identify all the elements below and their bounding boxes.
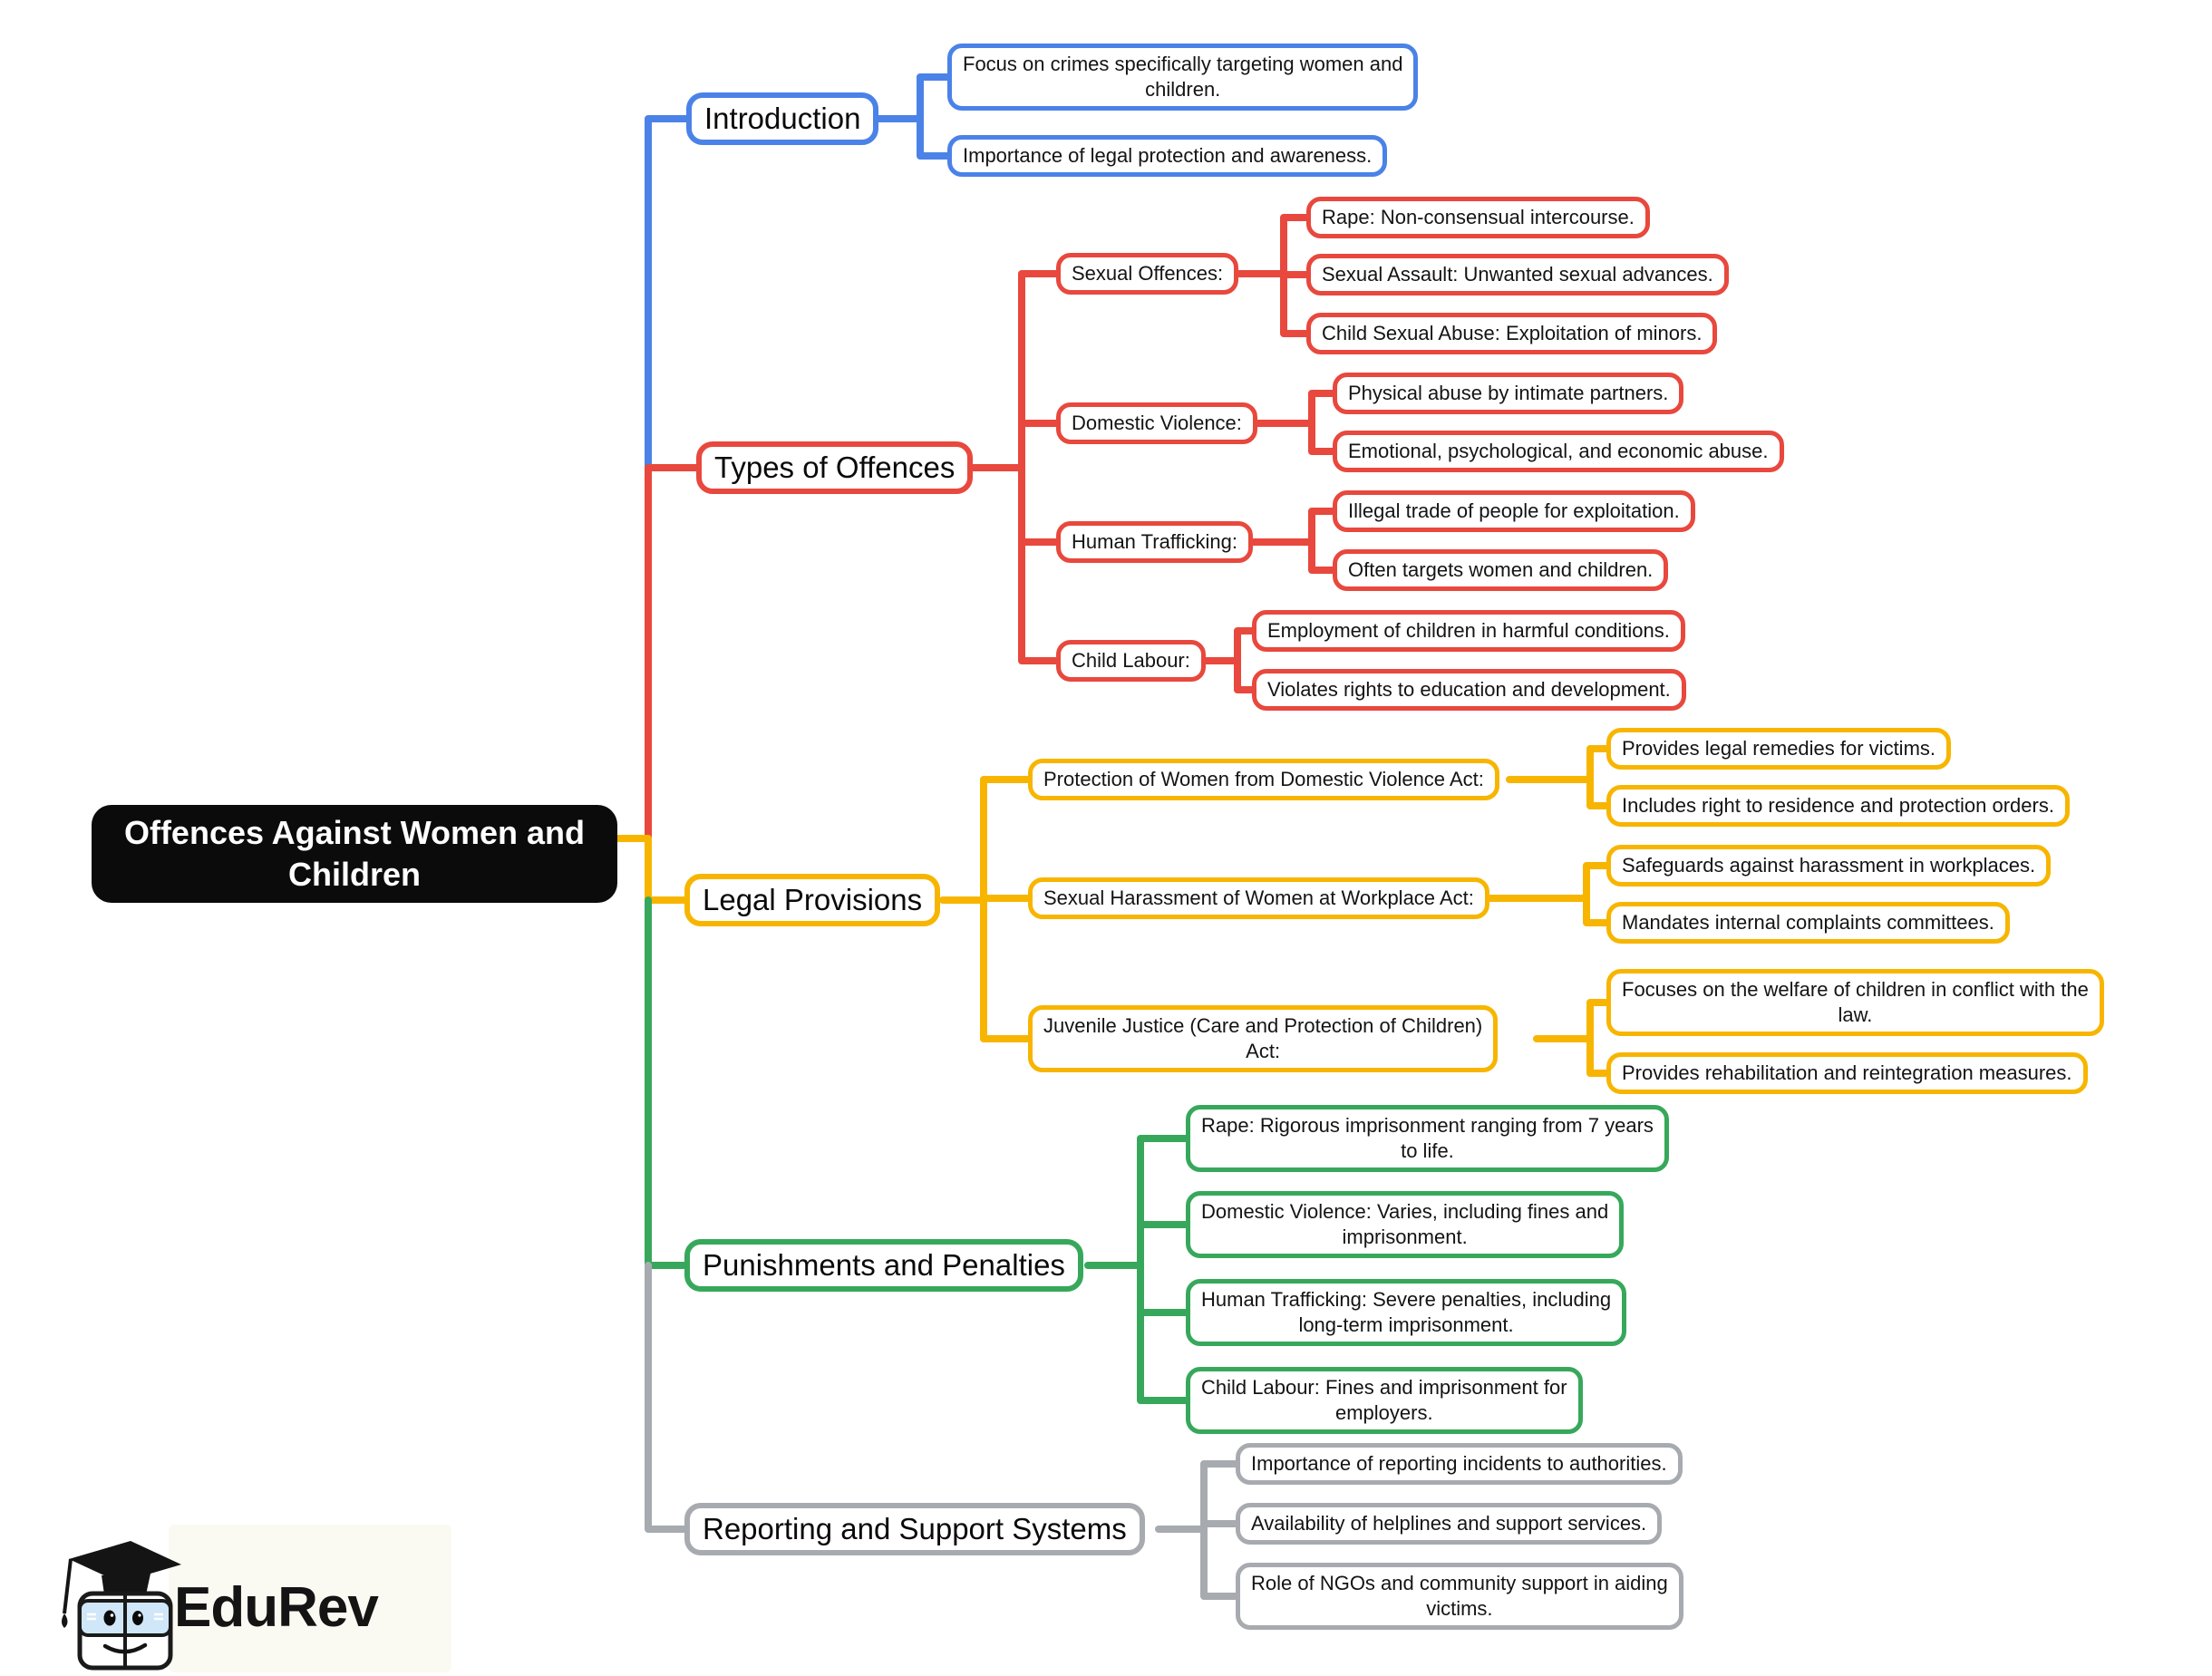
- leaf-domestic-violence-punishment: Domestic Violence: Varies, including fin…: [1186, 1191, 1625, 1258]
- leaf-welfare-children-conflict-law: Focuses on the welfare of children in co…: [1606, 969, 2104, 1036]
- connector-protection-act-children: [1506, 745, 1621, 809]
- leaf-safeguards-workplaces: Safeguards against harassment in workpla…: [1606, 845, 2052, 886]
- connector-trunk-reporting: [645, 1262, 699, 1533]
- root-node: Offences Against Women and Children: [92, 805, 617, 903]
- leaf-sexual-assault-definition: Sexual Assault: Unwanted sexual advances…: [1306, 254, 1729, 295]
- node-child-labour: Child Labour:: [1056, 640, 1206, 682]
- node-juvenile-justice-act: Juvenile Justice (Care and Protection of…: [1028, 1005, 1499, 1072]
- branch-introduction: Introduction: [686, 92, 879, 145]
- connector-domestic-violence-children: [1243, 390, 1347, 455]
- leaf-child-labour-punishment: Child Labour: Fines and imprisonment for…: [1186, 1367, 1583, 1434]
- connector-root-trunk: [606, 835, 699, 904]
- leaf-physical-abuse: Physical abuse by intimate partners.: [1333, 373, 1684, 414]
- node-protection-of-women-act: Protection of Women from Domestic Violen…: [1028, 759, 1499, 800]
- leaf-illegal-trade: Illegal trade of people for exploitation…: [1333, 490, 1695, 532]
- edurev-mascot-icon: [62, 1541, 181, 1671]
- connector-punishments-children: [1084, 1135, 1200, 1404]
- leaf-rape-punishment: Rape: Rigorous imprisonment ranging from…: [1186, 1105, 1669, 1172]
- leaf-focus-on-crimes: Focus on crimes specifically targeting w…: [947, 44, 1419, 111]
- branch-types-of-offences: Types of Offences: [696, 441, 974, 494]
- connector-reporting-children: [1155, 1460, 1250, 1600]
- branch-reporting-support: Reporting and Support Systems: [684, 1503, 1145, 1555]
- node-human-trafficking: Human Trafficking:: [1056, 521, 1254, 563]
- branch-punishments-penalties: Punishments and Penalties: [684, 1239, 1083, 1292]
- connector-introduction-children: [858, 73, 962, 160]
- connector-legal-children: [939, 776, 1043, 1042]
- connector-sexual-offences-children: [1225, 214, 1321, 337]
- leaf-violates-rights: Violates rights to education and develop…: [1252, 669, 1686, 711]
- leaf-rape-definition: Rape: Non-consensual intercourse.: [1306, 197, 1650, 238]
- leaf-residence-protection-orders: Includes right to residence and protecti…: [1606, 785, 2070, 827]
- node-domestic-violence: Domestic Violence:: [1056, 402, 1257, 444]
- connector-child-labour-children: [1193, 627, 1266, 693]
- node-sexual-offences: Sexual Offences:: [1056, 253, 1239, 295]
- connector-trunk-punishments: [645, 896, 699, 1269]
- leaf-internal-complaints-committees: Mandates internal complaints committees.: [1606, 902, 2010, 944]
- leaf-child-sexual-abuse-definition: Child Sexual Abuse: Exploitation of mino…: [1306, 313, 1718, 354]
- connector-human-trafficking-children: [1243, 508, 1347, 574]
- leaf-helplines-support: Availability of helplines and support se…: [1236, 1503, 1663, 1545]
- leaf-targets-women-children: Often targets women and children.: [1333, 549, 1669, 591]
- leaf-legal-remedies: Provides legal remedies for victims.: [1606, 728, 1952, 770]
- connector-juvenile-act-children: [1533, 999, 1621, 1077]
- branch-legal-provisions: Legal Provisions: [684, 874, 941, 926]
- leaf-emotional-abuse: Emotional, psychological, and economic a…: [1333, 431, 1784, 472]
- leaf-reporting-incidents: Importance of reporting incidents to aut…: [1236, 1443, 1683, 1485]
- leaf-rehabilitation-reintegration: Provides rehabilitation and reintegratio…: [1606, 1052, 2088, 1094]
- leaf-human-trafficking-punishment: Human Trafficking: Severe penalties, inc…: [1186, 1279, 1627, 1346]
- connector-types-children: [957, 270, 1071, 664]
- node-sexual-harassment-act: Sexual Harassment of Women at Workplace …: [1028, 877, 1489, 919]
- connector-harassment-act-children: [1479, 862, 1621, 926]
- leaf-importance-legal-protection: Importance of legal protection and aware…: [947, 135, 1388, 177]
- connector-trunk-introduction: [645, 115, 697, 471]
- leaf-employment-harmful: Employment of children in harmful condit…: [1252, 610, 1685, 652]
- edurev-wordmark: EduRev: [174, 1576, 379, 1639]
- connector-trunk-types: [645, 464, 711, 842]
- logo-background: [169, 1525, 451, 1672]
- leaf-ngo-community-support: Role of NGOs and community support in ai…: [1236, 1563, 1683, 1630]
